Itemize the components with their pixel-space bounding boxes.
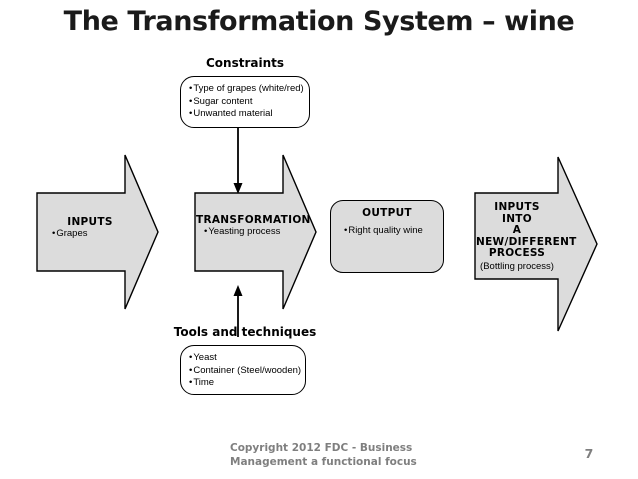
list-item: Unwanted material (189, 108, 309, 121)
output-box[interactable] (330, 200, 444, 273)
inputs-bullet: Grapes (38, 228, 142, 239)
transformation-title: TRANSFORMATION (196, 214, 311, 226)
constraints-bullet-list: Type of grapes (white/red) Sugar content… (189, 83, 309, 121)
page-number: 7 (584, 446, 594, 461)
output-bullet: Right quality wine (330, 225, 444, 236)
new-process-label-group: INPUTS INTO A NEW/DIFFERENT PROCESS (Bot… (476, 201, 577, 272)
new-process-arrow-shape[interactable] (474, 155, 600, 333)
output-label-group: OUTPUT Right quality wine (330, 207, 444, 236)
transformation-bullet: Yeasting process (196, 226, 308, 237)
list-item: Time (189, 377, 305, 390)
list-item: Yeast (189, 352, 305, 365)
new-process-line-5: PROCESS (488, 247, 546, 259)
tools-caption: Tools and techniques (173, 325, 317, 339)
page-title: The Transformation System – wine (63, 6, 575, 37)
list-item: Container (Steel/wooden) (189, 365, 305, 378)
new-process-line-4: NEW/DIFFERENT (476, 235, 577, 248)
new-process-line-2: INTO (502, 212, 532, 225)
list-item: Type of grapes (white/red) (189, 83, 309, 96)
tools-box[interactable]: Yeast Container (Steel/wooden) Time (180, 345, 306, 395)
inputs-title: INPUTS (67, 216, 113, 228)
footer-line-2: Management a functional focus (230, 456, 417, 468)
footer-line-1: Copyright 2012 FDC - Business (230, 442, 413, 454)
list-item: Sugar content (189, 96, 309, 109)
new-process-line-1: INPUTS (494, 201, 540, 213)
footer-text: Copyright 2012 FDC - Business Management… (230, 441, 530, 469)
constraints-caption: Constraints (205, 56, 285, 70)
new-process-line-3: A (512, 224, 522, 236)
output-title: OUTPUT (362, 207, 412, 219)
new-process-note: (Bottling process) (480, 260, 554, 272)
transformation-label-group: TRANSFORMATION Yeasting process (196, 214, 311, 237)
inputs-label-group: INPUTS Grapes (38, 216, 142, 239)
tools-bullet-list: Yeast Container (Steel/wooden) Time (189, 352, 305, 390)
constraints-box[interactable]: Type of grapes (white/red) Sugar content… (180, 76, 310, 128)
